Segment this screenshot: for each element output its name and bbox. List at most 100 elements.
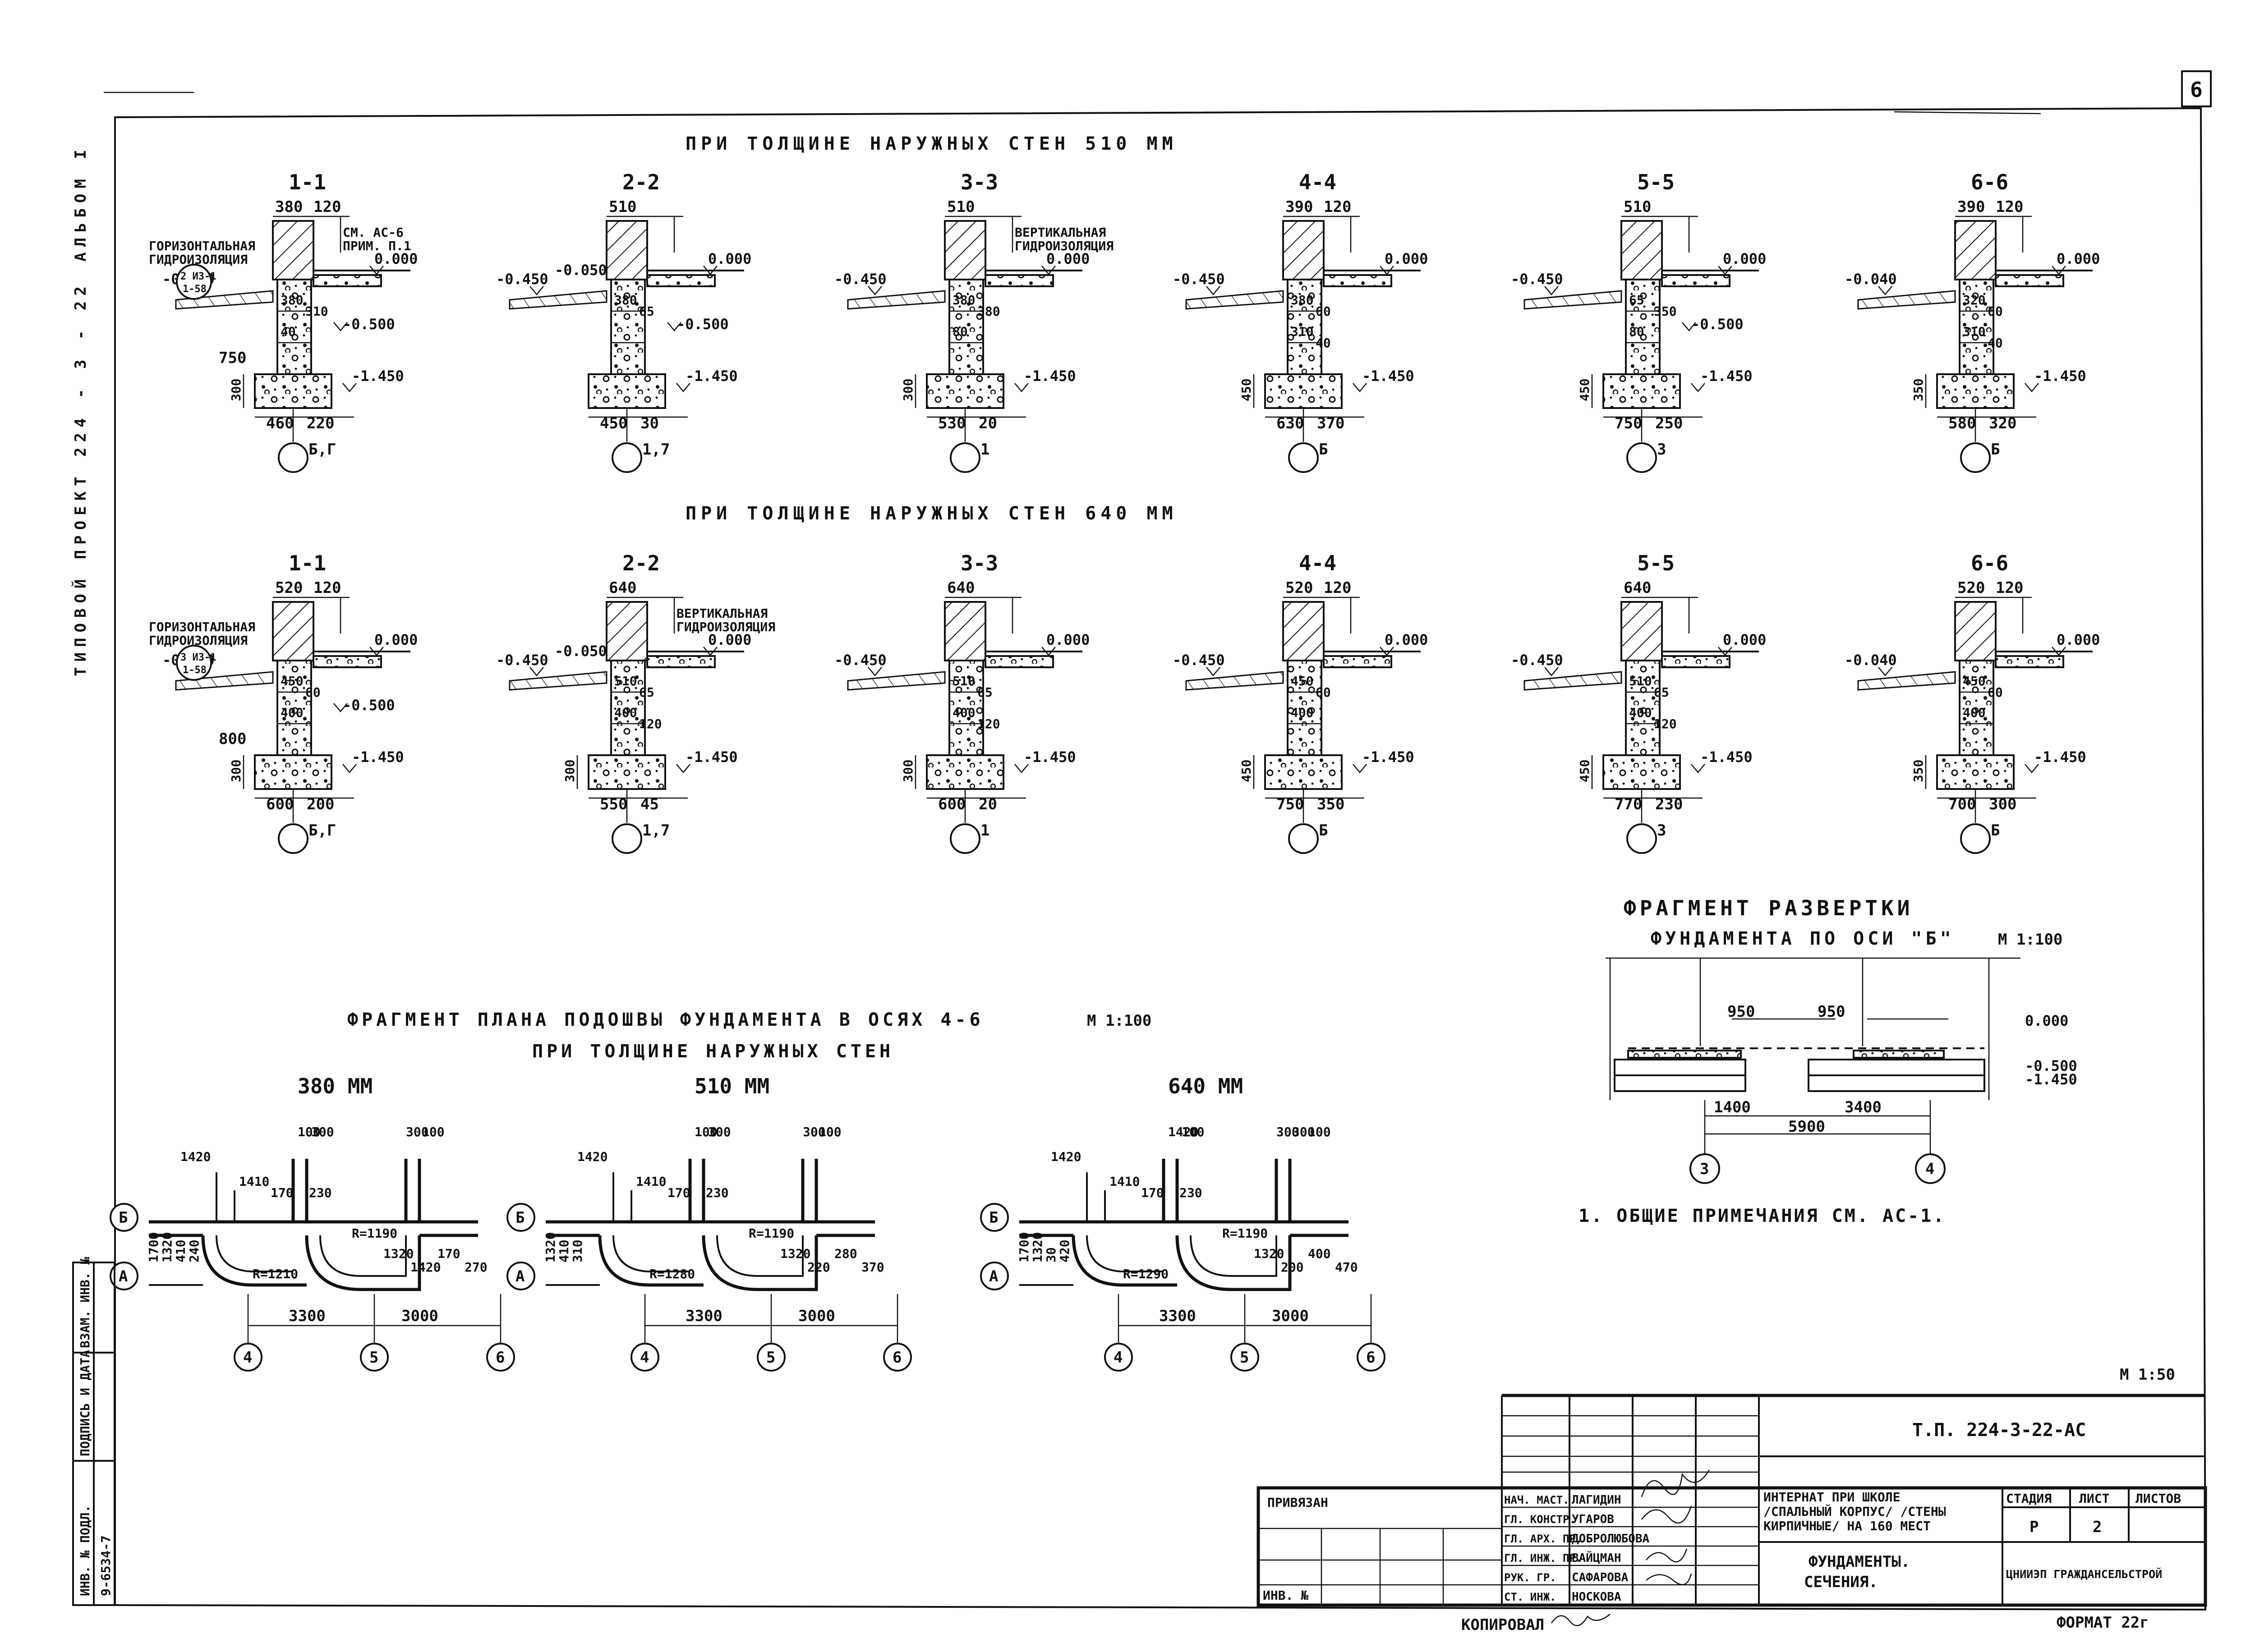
brick-wall [1620, 220, 1663, 280]
plan-axis-left-label: Б [515, 1209, 525, 1227]
foundation-wall [610, 279, 646, 375]
section-label: 3-3 [961, 170, 998, 194]
plan-axis-label: 6 [893, 1349, 902, 1367]
dim-mid: 510 [953, 674, 976, 688]
dim-foot-2: 350 [1317, 795, 1344, 813]
dim-mid: 400 [1963, 705, 1986, 720]
dim-foot-1: 700 [1948, 795, 1976, 813]
dim-mid: 450 [281, 674, 304, 688]
dim-height: 300 [229, 759, 244, 782]
axis-bubble [950, 442, 980, 473]
plan-dim-right: 270 [465, 1260, 488, 1275]
ref-1: 2 ИЗ-1 [180, 271, 216, 282]
ref-2: 1-58 [183, 284, 207, 295]
note-right-2: ПРИМ. П.1 [343, 239, 411, 253]
plan-span-2: 3000 [1272, 1307, 1309, 1325]
level-left: -0.450 [1173, 652, 1225, 669]
section-3-3: 3-36400.000-0.45051065400120-1.450300600… [834, 551, 1090, 854]
axis-label: 1,7 [642, 821, 670, 840]
footing [1264, 754, 1343, 790]
dim-top-1: 390 [1957, 198, 1985, 216]
level-left: -0.450 [1511, 652, 1563, 669]
level-left: -0.450 [834, 652, 887, 669]
dim-foot-2: 20 [979, 795, 997, 813]
dim-mid: 310 [305, 304, 328, 319]
section-label: 2-2 [622, 551, 660, 575]
section-label: 4-4 [1299, 551, 1336, 575]
dim-mid: 380 [953, 293, 976, 307]
foundation-wall [948, 279, 984, 375]
level-top: 0.000 [374, 250, 418, 267]
dim-foot-1: 600 [266, 795, 294, 813]
section-label: 5-5 [1637, 170, 1675, 194]
plan-axis-left-label: А [515, 1267, 525, 1285]
plan-axis-label: 5 [766, 1349, 775, 1367]
section-label: 2-2 [622, 170, 660, 194]
plan-dim-top: 300 [1292, 1124, 1315, 1139]
sheet-label: ЛИСТ [2079, 1491, 2109, 1506]
dim-height: 450 [1239, 759, 1254, 782]
plan-axis-left-label: Б [119, 1209, 128, 1227]
side-stamp-row-1: ИНВ. № ПОДЛ. [78, 1505, 92, 1596]
plan-radius: R=1210 [253, 1267, 298, 1281]
footing [1936, 754, 2015, 790]
plan-dim-left: 1320 [543, 1232, 558, 1262]
razvertka-dim-bot-1: 1400 [1714, 1098, 1751, 1116]
razvertka-scale: М 1:100 [1998, 931, 2062, 949]
level-left: -0.450 [496, 652, 548, 669]
dim-top-1: 520 [1285, 579, 1313, 597]
plan-axis-label: 5 [1240, 1349, 1249, 1367]
stage-label: СТАДИЯ [2006, 1491, 2052, 1506]
section-label: 6-6 [1971, 551, 2008, 575]
sections-row-640: 1-15201200.000-0.45045060400-0.500-1.450… [149, 551, 2100, 854]
dim-foot-1: 460 [266, 414, 294, 432]
plan-dim-top: 100 [298, 1124, 321, 1139]
dim-height: 300 [901, 759, 916, 782]
brick-wall [606, 601, 648, 661]
plan-dim-left: 410 [557, 1239, 571, 1262]
axis-bubble [950, 823, 980, 854]
brick-wall [1282, 220, 1325, 280]
dim-top-1: 640 [1624, 579, 1651, 597]
level-bottom: -1.450 [1362, 748, 1414, 766]
section-1-1: 1-15201200.000-0.45045060400-0.500-1.450… [149, 551, 418, 854]
plan-dim-left: 1320 [160, 1232, 175, 1262]
role-5: СТ. ИНЖ. [1504, 1591, 1556, 1603]
foundation-wall [948, 660, 984, 756]
dim-height: 350 [1911, 378, 1926, 401]
plan-axis-left-label: А [119, 1267, 128, 1285]
axis-label: 3 [1657, 821, 1666, 840]
brick-wall [272, 220, 314, 280]
dim-foot-1: 630 [1276, 414, 1304, 432]
name-4: САФАРОВА [1572, 1571, 1629, 1584]
plan-dim-top: 1420 [577, 1149, 607, 1164]
section-2-2: 2-25100.000-0.450-0.05038065-0.500-1.450… [496, 170, 751, 473]
plan-axis-bubble [630, 1343, 659, 1372]
object-line-1: ИНТЕРНАТ ПРИ ШКОЛЕ [1763, 1490, 1900, 1505]
dim-mid: 450 [1291, 674, 1314, 688]
dim-foot-1: 550 [600, 795, 627, 813]
dim-foot-2: 300 [1989, 795, 2016, 813]
dim-top-1: 390 [1285, 198, 1313, 216]
plan-dim-top: 1410 [1109, 1174, 1140, 1189]
dim-mid: 65 [977, 685, 993, 700]
plan-span-1: 3300 [1159, 1307, 1196, 1325]
dim-mid: 60 [1316, 685, 1331, 700]
dim-mid: 65 [1629, 293, 1644, 307]
level-bottom: -1.450 [686, 748, 738, 766]
level-top: 0.000 [2057, 631, 2100, 648]
axis-label: 1,7 [642, 441, 670, 459]
side-stamp-row-3: ВЗАМ. ИНВ. № [78, 1257, 92, 1348]
dim-mid: 350 [1654, 304, 1677, 319]
general-note: 1. ОБЩИЕ ПРИМЕЧАНИЯ СМ. АС-1. [1578, 1206, 1946, 1226]
axis-bubble [1960, 442, 1991, 473]
dim-foot-2: 220 [307, 414, 334, 432]
plan-dim-top: 1420 [180, 1149, 211, 1164]
doc-code: Т.П. 224-3-22-АС [1912, 1420, 2086, 1441]
dim-height: 300 [229, 378, 244, 401]
role-0: НАЧ. МАСТ. [1504, 1494, 1569, 1506]
plan-dim-left: 240 [187, 1239, 202, 1262]
dim-extra: 800 [219, 730, 246, 748]
